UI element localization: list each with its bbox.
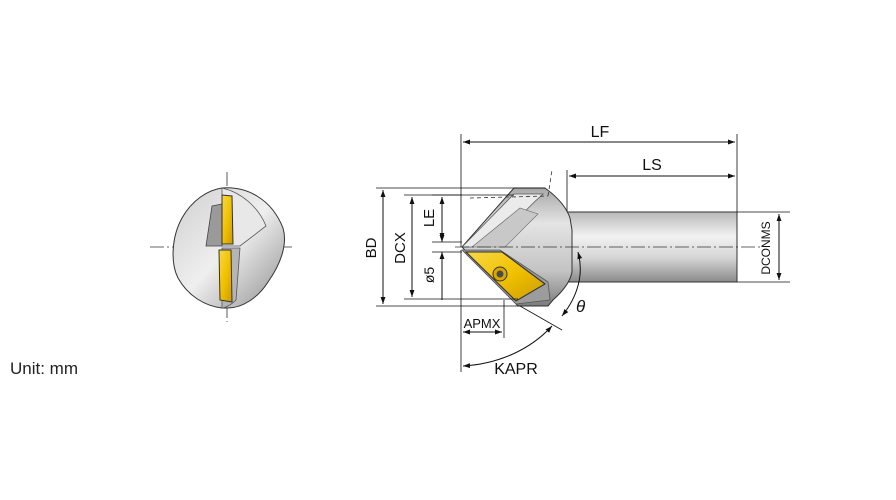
dim-ls-label: LS [642, 157, 662, 174]
end-view-pocket-upper [205, 203, 223, 247]
dimensions: LF LS BD DCX LE ø5 DCONMS [363, 124, 790, 378]
dim-phi5-label: ø5 [421, 267, 437, 284]
end-view-insert-upper [221, 194, 234, 245]
dim-dcx-label: DCX [392, 232, 409, 264]
dim-bd-label: BD [363, 237, 380, 258]
hidden-line-upper [469, 195, 549, 199]
dim-kapr-arc [462, 325, 553, 369]
end-view-insert-lower [218, 249, 233, 303]
dim-theta-arc [561, 251, 583, 317]
dim-lf-label: LF [591, 124, 610, 141]
dim-dconms-label: DCONMS [759, 221, 773, 274]
end-view [150, 172, 292, 322]
dim-le-label: LE [421, 209, 438, 227]
unit-label: Unit: mm [10, 359, 78, 378]
dim-theta-label: θ [576, 297, 586, 316]
side-view [455, 169, 760, 307]
dim-apmx-label: APMX [464, 316, 501, 331]
dim-kapr-label: KAPR [494, 361, 538, 378]
